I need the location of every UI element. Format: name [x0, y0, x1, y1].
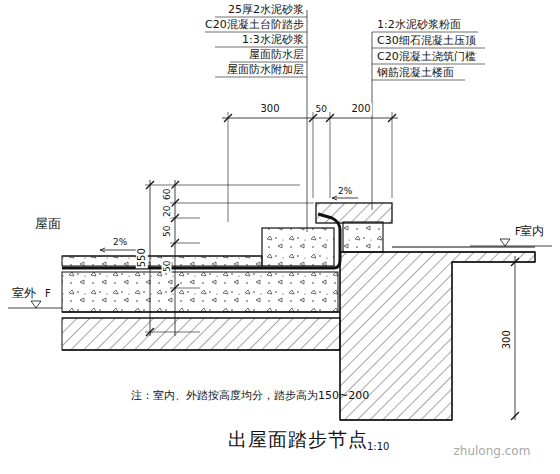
material-label: 1:2水泥砂浆粉面 [376, 19, 462, 32]
dimension-label: 1:10 [366, 441, 390, 453]
drawing-title: 出屋面踏步节点 [228, 429, 368, 451]
dimension-label: 50 [315, 104, 328, 114]
dimension-label: 550 [135, 247, 147, 268]
concrete-step [262, 228, 334, 266]
dimension-label: 屋面 [34, 217, 62, 232]
roof-slab [62, 318, 340, 350]
dimension-label: F [44, 288, 52, 300]
material-label: 屋面防水层 [248, 49, 305, 62]
waterproof-membrane [62, 214, 340, 268]
material-label: 25厚2水泥砂浆 [227, 4, 305, 17]
dimension-label: 60 [161, 187, 171, 200]
dimension-label: 20 [161, 204, 171, 217]
dimension-label: 室外 [11, 287, 37, 301]
material-label: C20混凝土浇筑门槛 [376, 51, 477, 64]
coping [316, 203, 392, 223]
threshold [343, 222, 383, 252]
material-label: 屋面防水附加层 [226, 64, 305, 77]
material-label: C30细石混凝土压顶 [376, 35, 477, 48]
note: 注：室内、外踏按高度均分，踏步高为150~200 [130, 390, 370, 403]
dimension-label: 2% [337, 186, 353, 196]
dimension-label: 300 [260, 103, 281, 115]
material-label: 钢筋混凝土楼面 [376, 67, 455, 80]
watermark: zhulong.com [453, 445, 532, 459]
dimension-label: 2% [112, 237, 128, 247]
dimension-label: 室内 [519, 225, 545, 239]
dimension-label: 50 [161, 259, 171, 272]
material-label: 1:3水泥砂浆 [241, 34, 305, 47]
dimension-label: 300 [500, 329, 512, 350]
roof-screed [62, 272, 338, 312]
material-label: C20混凝土台阶踏步 [204, 19, 305, 32]
concrete-wall [340, 252, 535, 420]
dimension-label: 200 [351, 103, 372, 115]
dimension-label: 50 [161, 224, 171, 237]
